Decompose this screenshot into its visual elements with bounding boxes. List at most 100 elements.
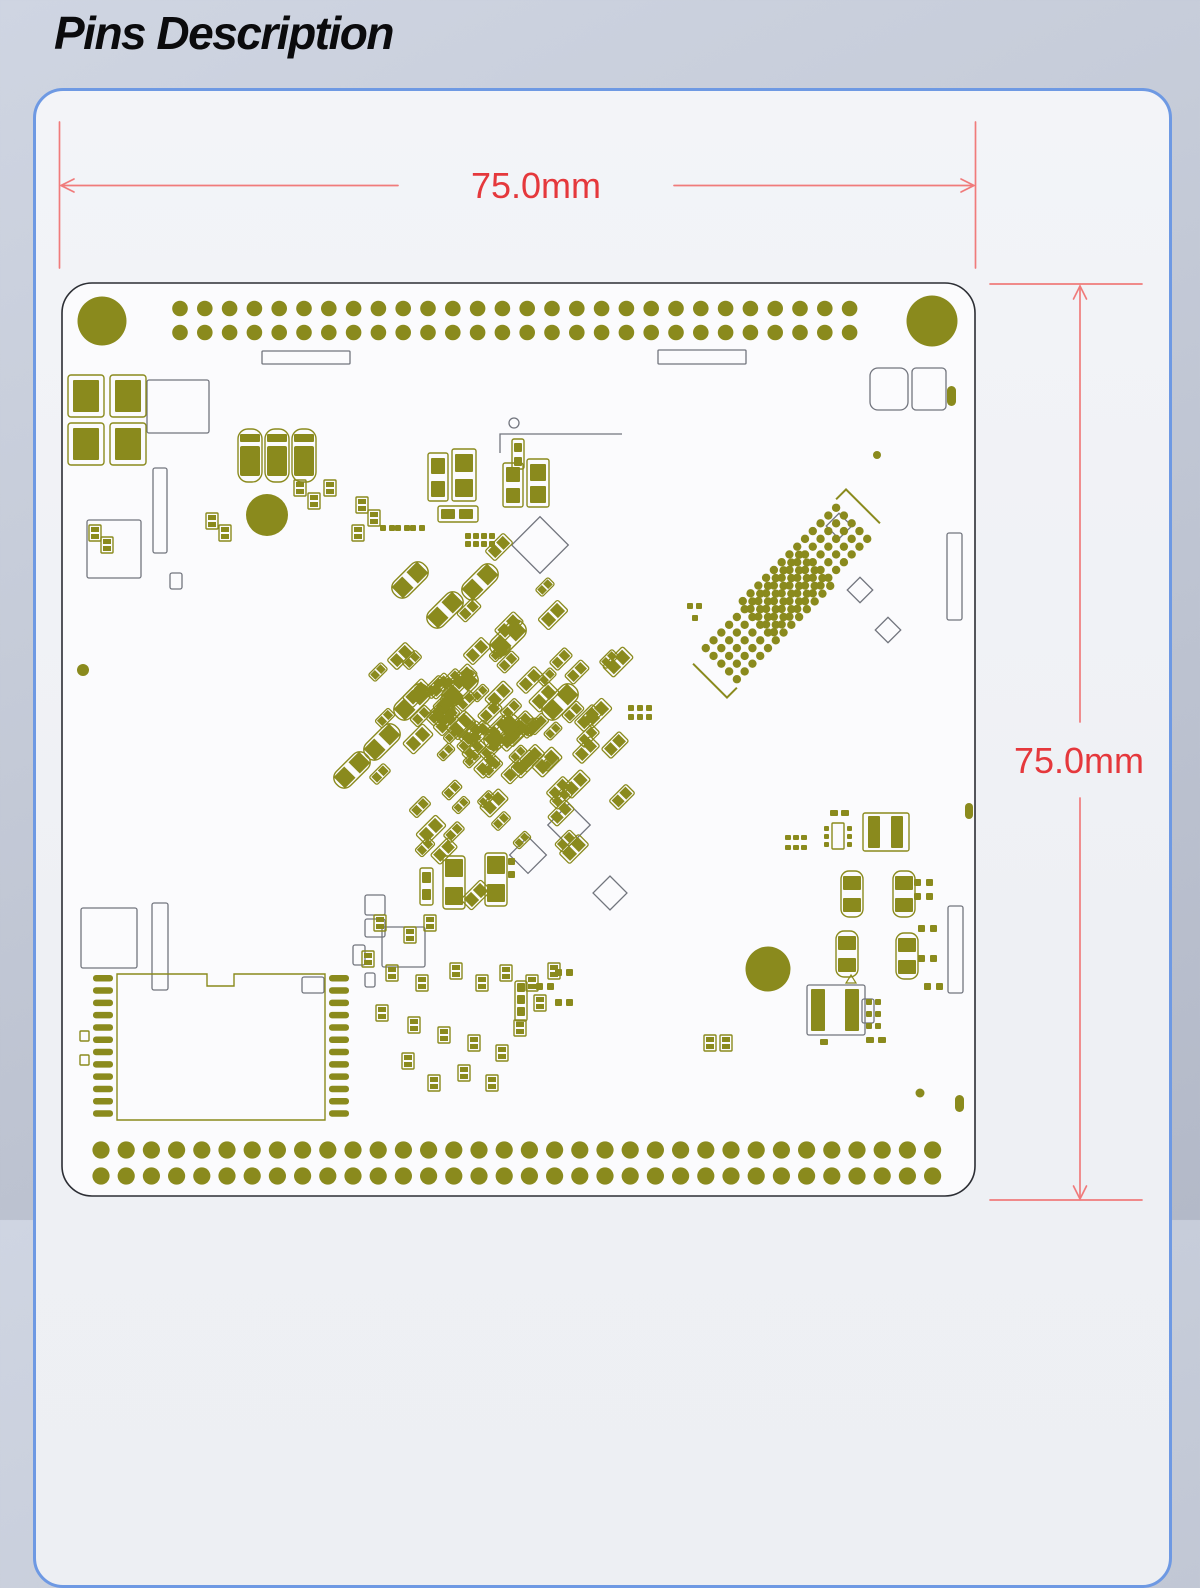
via-pad: [370, 324, 387, 341]
smd-pad: [722, 1044, 730, 1049]
smd-pad: [329, 1110, 349, 1117]
smd-component: [409, 704, 433, 728]
via-pad: [519, 324, 535, 341]
silkscreen-diamond: [592, 875, 628, 911]
via-pad: [924, 1141, 942, 1159]
smd-pad: [706, 1037, 714, 1042]
via-pad: [172, 300, 188, 317]
mounting-hole: [77, 296, 127, 346]
smd-pad: [692, 615, 698, 621]
smd-pad: [93, 1024, 113, 1031]
smd-pad: [329, 1098, 349, 1105]
via-pad: [246, 324, 263, 341]
via-pad: [243, 1141, 261, 1159]
connector-dot: [802, 605, 812, 614]
component-courtyard: [451, 448, 477, 502]
smd-pad: [404, 1062, 412, 1067]
smd-pad: [843, 898, 861, 912]
via-pad: [197, 300, 213, 317]
connector-dot: [740, 605, 749, 614]
connector-dot: [787, 573, 796, 583]
smd-pad: [878, 1037, 886, 1043]
connector-dot: [763, 612, 773, 622]
mounting-hole: [906, 295, 958, 347]
via-pad: [722, 1167, 740, 1185]
pcb-board: [61, 282, 976, 1197]
silkscreen-outline: [152, 467, 168, 554]
smd-pad: [696, 603, 702, 609]
smd-pad: [895, 876, 913, 890]
smd-pad: [294, 434, 314, 442]
via-pad: [296, 300, 312, 317]
smd-pad: [221, 527, 229, 532]
component-courtyard: [407, 1016, 421, 1034]
via-pad: [841, 324, 858, 341]
smd-pad: [465, 541, 471, 547]
smd-pad: [267, 434, 287, 442]
smd-component: [415, 814, 447, 846]
smd-pad: [93, 1098, 113, 1105]
via-pad: [142, 1167, 160, 1185]
via-pad: [319, 1167, 337, 1185]
component-courtyard: [109, 374, 147, 418]
connector-dot: [771, 573, 780, 583]
smd-pad: [502, 967, 510, 972]
via-pad: [495, 1141, 513, 1159]
smd-pad: [380, 525, 386, 531]
smd-pad: [326, 489, 334, 494]
via-pad: [218, 1141, 236, 1159]
component-courtyard: [502, 462, 524, 508]
dimension-arrow-left: [59, 178, 75, 193]
smd-pad: [820, 1039, 828, 1045]
via-pad: [370, 300, 387, 317]
smd-component: [609, 784, 635, 810]
smd-pad: [93, 1048, 113, 1056]
smd-pad: [376, 917, 384, 922]
dimension-arrow-right: [960, 178, 976, 193]
via-pad: [772, 1167, 791, 1185]
smd-pad: [637, 705, 643, 711]
smd-component: [374, 707, 396, 729]
connector-dot: [717, 659, 726, 668]
smd-pad: [895, 898, 913, 912]
smd-pad: [646, 714, 652, 720]
connector-dot: [793, 542, 802, 551]
silkscreen-outline: [381, 926, 426, 968]
connector-dot: [831, 565, 841, 575]
via-pad: [817, 300, 833, 317]
connector-dot: [779, 597, 788, 606]
component-courtyard: [547, 962, 561, 980]
via-pad: [243, 1167, 261, 1185]
smd-pad: [329, 1024, 349, 1031]
connector-dot: [746, 589, 755, 598]
connector-dot: [810, 581, 819, 591]
smd-component: [496, 650, 520, 674]
via-pad: [494, 324, 511, 341]
smd-pad: [389, 525, 395, 531]
smd-pad: [646, 705, 652, 711]
smd-capacitor: [426, 591, 464, 629]
connector-dot: [779, 581, 788, 591]
silkscreen-outline: [657, 349, 747, 365]
via-pad: [747, 1167, 765, 1185]
connector-dot: [717, 628, 726, 637]
connector-dot: [771, 620, 780, 629]
smd-pad: [830, 810, 838, 816]
smd-pad: [422, 872, 431, 883]
smd-pad: [419, 525, 425, 531]
component-courtyard: [475, 974, 489, 992]
via-pad: [873, 1141, 891, 1159]
smd-pad: [824, 834, 829, 839]
smd-pad: [838, 958, 856, 972]
smd-pad: [418, 984, 426, 989]
via-pad: [296, 324, 312, 341]
smd-pad: [378, 1007, 386, 1012]
smd-pad: [240, 434, 260, 442]
smd-pad: [824, 842, 829, 847]
smd-pad: [329, 999, 349, 1007]
via-pad: [593, 300, 610, 317]
via-pad: [596, 1167, 614, 1185]
smd-pad: [926, 893, 933, 900]
smd-pad: [395, 525, 401, 531]
smd-pad: [508, 871, 515, 878]
